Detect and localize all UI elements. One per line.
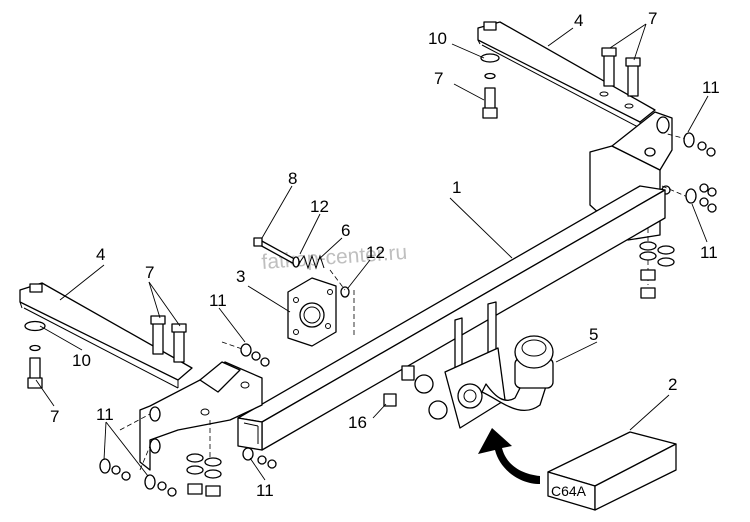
bolt-part-7-left (27, 357, 43, 389)
callout-10-left: 10 (72, 351, 91, 370)
bolt-part-7-upper-left (482, 87, 498, 119)
callout-11-bottom: 11 (256, 481, 274, 500)
callout-7-upper-right: 7 (648, 9, 657, 28)
bolt-part-7-left-pair (150, 315, 187, 363)
callout-2: 2 (668, 375, 677, 394)
callout-11-middle: 11 (209, 291, 227, 310)
callout-8: 8 (288, 169, 297, 188)
callout-leader-lines (35, 23, 709, 481)
callout-12-lower: 12 (366, 243, 385, 262)
callout-3: 3 (236, 267, 245, 286)
socket-axis-dash (329, 269, 346, 291)
packaging-box-part-2 (547, 431, 677, 511)
bolt-part-7-upper-pair (601, 47, 641, 97)
callout-4-upper: 4 (574, 11, 583, 30)
bracket-part-4-upper (477, 21, 656, 129)
callout-4-left: 4 (96, 245, 105, 264)
callout-10-upper: 10 (428, 29, 447, 48)
callout-7-left-pair: 7 (145, 263, 154, 282)
socket-part-16 (383, 365, 448, 420)
callout-11-right-top: 11 (702, 78, 720, 97)
callout-7-upper-left: 7 (434, 69, 443, 88)
washer-nut-set-right (639, 132, 717, 299)
callout-11-left: 11 (96, 405, 114, 424)
tow-ball-part-5 (444, 301, 554, 429)
callout-12-upper: 12 (310, 197, 329, 216)
callout-16: 16 (348, 413, 367, 432)
callout-numbers: 1 2 3 4 4 5 6 7 7 7 7 8 10 10 11 11 11 1… (50, 9, 720, 500)
spring-part-6 (292, 254, 325, 270)
side-bracket-left (119, 341, 263, 471)
washer-nut-set-left (99, 343, 277, 497)
callout-5: 5 (589, 325, 598, 344)
callout-6: 6 (341, 221, 350, 240)
bracket-part-4-left (19, 282, 193, 389)
callout-7-left: 7 (50, 407, 59, 426)
crossbar-part-1 (237, 185, 666, 451)
box-code-label: C64A (551, 483, 587, 499)
washer-part-12 (340, 286, 350, 298)
assembly-direction-arrow (478, 428, 540, 484)
callout-1: 1 (452, 178, 461, 197)
callout-11-right-bottom: 11 (700, 243, 718, 262)
socket-plate-part-3 (287, 277, 337, 347)
